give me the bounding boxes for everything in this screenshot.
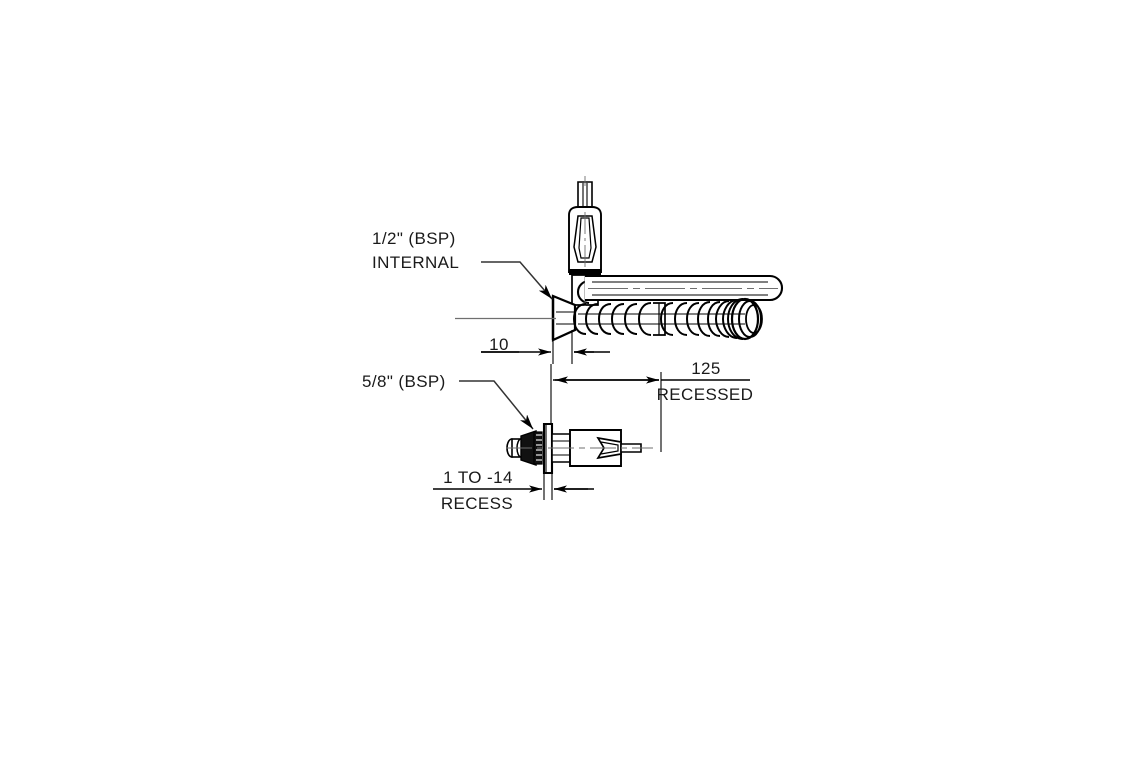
note-half-bsp-line2: INTERNAL: [372, 253, 459, 272]
upper-assembly: [455, 176, 784, 342]
dimension-125-value: 125: [691, 359, 721, 378]
gasket-band: [569, 269, 601, 275]
note-half-bsp-line1: 1/2" (BSP): [372, 229, 456, 248]
helical-coil-element: [572, 297, 763, 341]
note-five-eighth-bsp-group: 5/8" (BSP): [362, 372, 534, 430]
note-half-bsp-group: 1/2" (BSP) INTERNAL: [372, 229, 553, 300]
dimension-125-group: 125 RECESSED: [550, 359, 754, 452]
dimension-recess-sublabel: RECESS: [441, 494, 513, 513]
note-half-bsp-leader: [481, 261, 553, 300]
note-five-eighth-bsp-line1: 5/8" (BSP): [362, 372, 446, 391]
horizontal-tube: [585, 274, 784, 302]
lower-assembly: [506, 422, 653, 475]
dimension-10-value: 10: [489, 335, 509, 354]
cylindrical-body: [506, 429, 653, 467]
dimension-recess-value: 1 TO -14: [443, 468, 513, 487]
note-five-eighth-bsp-leader: [459, 380, 534, 430]
vertical-cylinder-body: [568, 206, 602, 276]
dimension-10-group: 10: [481, 330, 610, 364]
dimension-recess-group: 1 TO -14 RECESS: [433, 468, 594, 513]
dimension-125-sublabel: RECESSED: [657, 385, 754, 404]
